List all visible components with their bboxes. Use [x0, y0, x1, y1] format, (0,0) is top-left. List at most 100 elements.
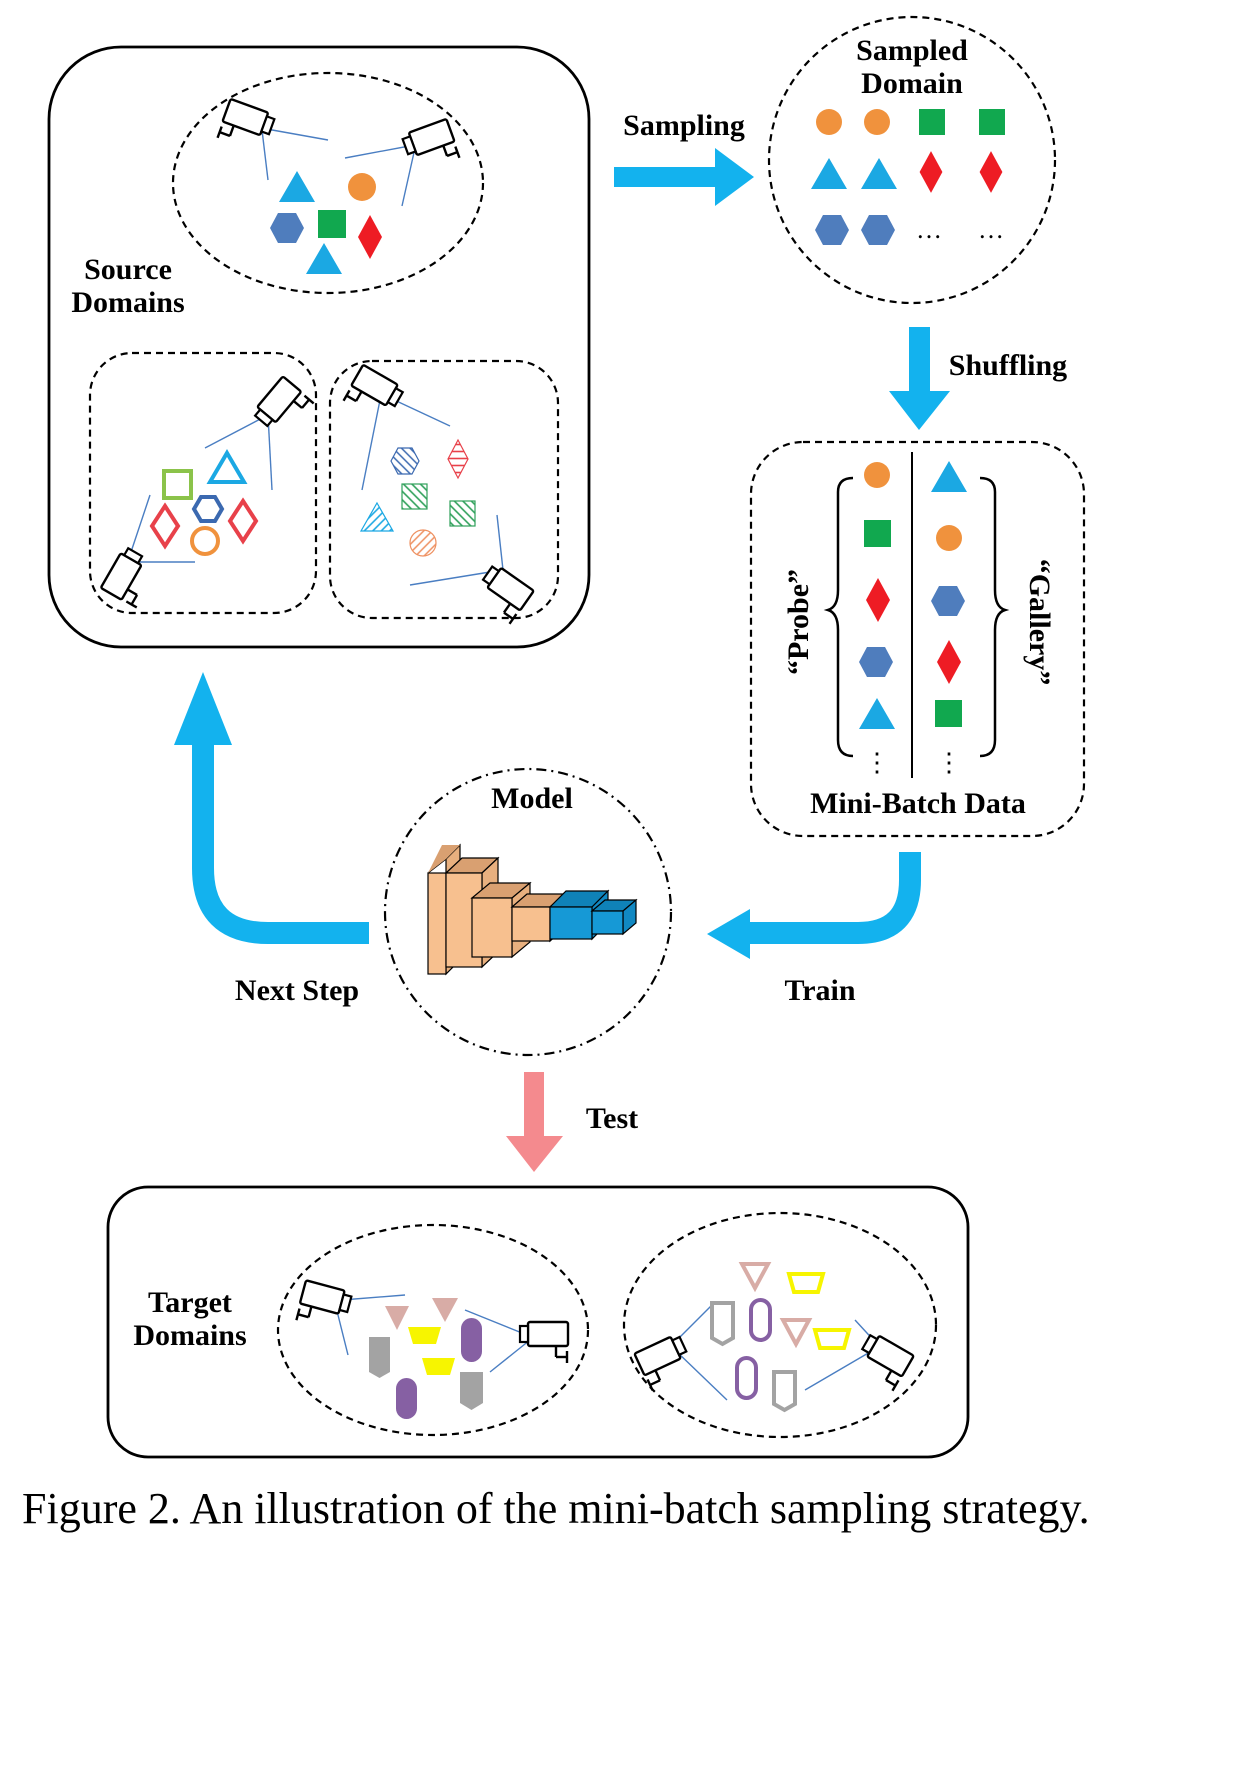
badge-icon [772, 1370, 797, 1413]
camera-icon [400, 117, 462, 176]
hexagon-icon [815, 215, 849, 245]
trapezoid-icon [812, 1328, 852, 1350]
target-domains-panel: Target Domains [106, 1185, 970, 1459]
diamond-icon [979, 151, 1003, 193]
shuffling-label: Shuffling [949, 349, 1067, 382]
circle-icon [816, 109, 842, 135]
figure-caption: Figure 2. An illustration of the mini-ba… [22, 1484, 1090, 1533]
probe-label: “Probe” [782, 569, 815, 675]
source-domain-3 [328, 359, 560, 626]
target-domain-2 [622, 1211, 938, 1439]
next-step-label: Next Step [235, 974, 359, 1007]
circle-icon [348, 173, 376, 201]
hexagon-icon [191, 495, 225, 523]
triangle-icon [738, 1262, 772, 1293]
hexagon-icon [390, 447, 420, 475]
triangle-icon [859, 698, 895, 729]
test-arrow: Test [506, 1072, 638, 1172]
source-domain-1 [171, 71, 485, 295]
mini-batch-panel: “Probe” “Gallery” ⋮ ⋮ Mini-Batch Data [749, 440, 1086, 838]
triangle-icon [385, 1306, 409, 1330]
triangle-icon [306, 243, 342, 274]
ellipsis-text: … [978, 215, 1004, 244]
trapezoid-icon [786, 1272, 826, 1294]
source-domains-label-line2: Domains [71, 286, 184, 319]
camera-icon [633, 1332, 697, 1393]
diamond-icon [866, 578, 890, 622]
target-domains-label-line1: Target [148, 1286, 232, 1319]
triangle-icon [931, 461, 967, 492]
square-icon [449, 500, 476, 527]
pill-icon [396, 1378, 417, 1419]
trapezoid-icon [408, 1327, 441, 1344]
triangle-icon [206, 449, 248, 484]
diamond-icon [919, 151, 943, 193]
diamond-icon [937, 640, 961, 684]
circle-icon [864, 462, 890, 488]
badge-icon [710, 1301, 735, 1347]
sampled-domain: Sampled Domain … … [767, 15, 1057, 305]
model-label: Model [491, 782, 573, 815]
triangle-icon [779, 1318, 813, 1349]
source-domains-panel: Source Domains [47, 45, 591, 649]
trapezoid-icon [422, 1358, 455, 1375]
source-domains-label-line1: Source [84, 253, 172, 286]
train-arrow: Train [707, 852, 921, 1007]
square-icon [401, 483, 428, 510]
pill-icon [749, 1298, 772, 1342]
circle-icon [190, 526, 220, 556]
target-domain-1 [276, 1223, 590, 1437]
hexagon-icon [861, 215, 895, 245]
circle-icon [409, 529, 437, 557]
square-icon [935, 700, 962, 727]
gallery-label: “Gallery” [1023, 559, 1056, 686]
camera-icon [341, 363, 406, 426]
square-icon [864, 520, 891, 547]
test-label: Test [586, 1102, 638, 1135]
camera-icon [850, 1330, 916, 1393]
mini-batch-label: Mini-Batch Data [810, 787, 1026, 820]
camera-icon [469, 562, 536, 626]
circle-icon [864, 109, 890, 135]
square-icon [919, 109, 945, 135]
camera-icon [518, 1320, 570, 1365]
diamond-icon [358, 215, 382, 259]
circle-icon [936, 525, 962, 551]
square-icon [979, 109, 1005, 135]
triangle-icon [432, 1298, 458, 1322]
square-icon [318, 210, 346, 238]
hexagon-icon [270, 213, 304, 243]
vertical-ellipsis: ⋮ [864, 748, 890, 777]
model-node: Model [383, 767, 673, 1057]
triangle-icon [811, 158, 847, 189]
badge-icon [460, 1372, 483, 1410]
shuffling-arrow: Shuffling [889, 327, 1067, 430]
triangle-icon [861, 158, 897, 189]
camera-icon [99, 545, 162, 610]
ellipsis-text: … [916, 215, 942, 244]
camera-icon [215, 97, 277, 156]
vertical-ellipsis: ⋮ [936, 748, 962, 777]
target-domains-label-line2: Domains [133, 1319, 246, 1352]
next-step-arrow: Next Step [174, 672, 369, 1007]
cnn-model-icon [427, 843, 638, 976]
sampling-label: Sampling [623, 109, 745, 142]
train-label: Train [784, 974, 855, 1007]
pill-icon [461, 1318, 482, 1362]
hexagon-icon [931, 586, 965, 616]
sampling-arrow: Sampling [614, 109, 754, 206]
triangle-icon [359, 501, 395, 532]
triangle-icon [279, 171, 315, 202]
sampled-domain-label-line1: Sampled [856, 34, 968, 67]
source-domain-2 [88, 351, 318, 615]
square-icon [162, 469, 193, 500]
camera-icon [250, 375, 316, 441]
badge-icon [369, 1337, 390, 1378]
diamond-icon [227, 497, 259, 545]
diamond-icon [149, 502, 181, 550]
pill-icon [735, 1356, 758, 1400]
hexagon-icon [859, 647, 893, 677]
diamond-icon [447, 438, 469, 480]
